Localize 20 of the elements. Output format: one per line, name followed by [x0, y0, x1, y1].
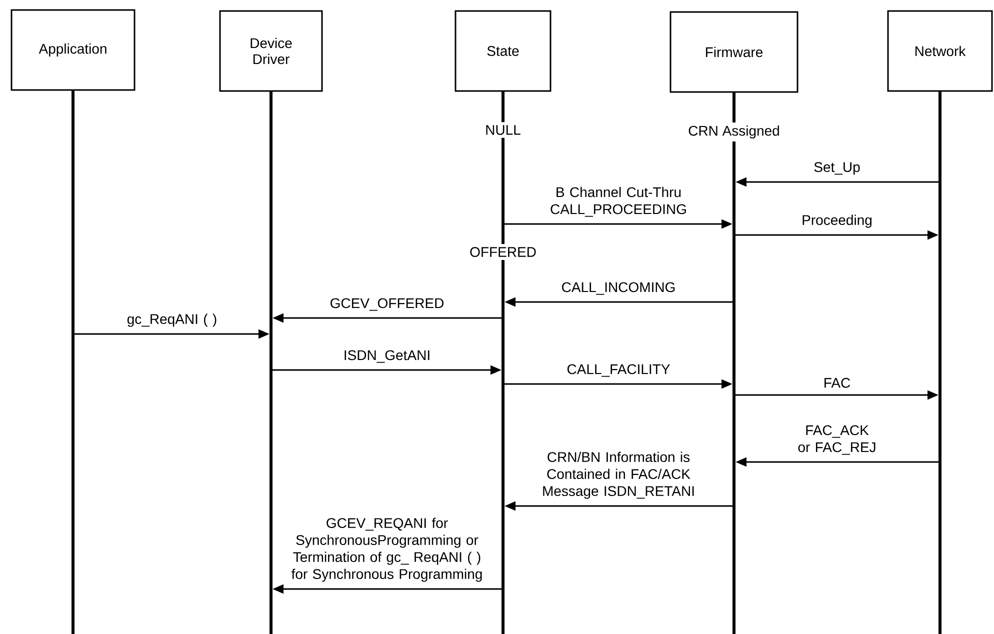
message-label: B Channel Cut-Thru CALL_PROCEEDING: [550, 186, 686, 217]
message-label: Set_Up: [814, 162, 860, 175]
message-label: CRN/BN Information is Contained in FAC/ACK Message ISDN_RETANI: [543, 452, 694, 499]
participant-box: State: [454, 10, 552, 92]
message-label: Proceeding: [802, 214, 872, 228]
message-label: GCEV_REQANI for SynchronousProgramming or Termination of gc_ ReqANI ( ) for Synchronous Programming: [292, 518, 482, 582]
state-label: OFFERED: [466, 244, 540, 260]
message-label: GCEV_OFFERED: [330, 298, 444, 311]
participant-box: Firmware: [670, 11, 798, 93]
message-label: FAC_ACK or FAC_REJ: [798, 425, 876, 455]
participant-box: Application: [10, 9, 136, 91]
participant-box: Device Driver: [219, 10, 323, 92]
message-label: CALL_INCOMING: [562, 282, 675, 295]
message-label: FAC: [824, 378, 850, 388]
participant-box: Network: [887, 10, 993, 92]
state-label: CRN Assigned: [685, 122, 783, 142]
state-label: NULL: [482, 122, 524, 138]
message-label: gc_ReqANI ( ): [127, 314, 216, 327]
message-label: ISDN_GetANI: [344, 350, 430, 363]
message-label: CALL_FACILITY: [567, 364, 670, 377]
